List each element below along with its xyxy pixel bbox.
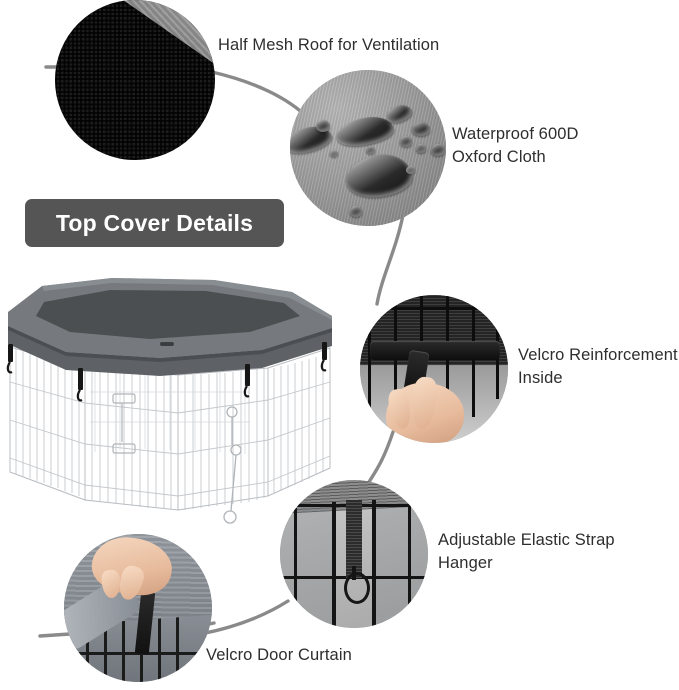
strap-hook-stem-icon <box>352 566 356 580</box>
pen-panel-icon <box>280 504 332 628</box>
frame-bar-icon <box>294 508 297 626</box>
wire-bar-icon <box>368 295 371 415</box>
water-droplet-icon <box>350 206 362 217</box>
wire-bar-icon <box>122 606 125 682</box>
label-elastic-strap-hanger: Adjustable Elastic Strap Hanger <box>438 531 615 572</box>
water-droplet-icon <box>406 166 415 174</box>
playpen-top-cover <box>8 278 332 376</box>
label-velcro-door-curtain: Velcro Door Curtain <box>206 646 352 664</box>
cover-hanger-straps <box>6 342 327 402</box>
callout-waterproof-oxford <box>290 70 446 226</box>
water-droplet-icon <box>416 144 426 153</box>
wire-bar-icon <box>104 608 107 682</box>
frame-bar-icon <box>408 506 411 622</box>
playpen-wire-frame <box>9 346 331 524</box>
water-droplet-icon <box>366 146 375 154</box>
frame-bar-icon <box>332 502 336 628</box>
top-cover-details-badge: Top Cover Details <box>25 199 284 247</box>
label-waterproof-oxford: Waterproof 600D Oxford Cloth <box>452 125 579 166</box>
water-droplet-icon <box>316 120 330 132</box>
badge-label: Top Cover Details <box>55 209 254 236</box>
callout-elastic-strap-hanger <box>280 480 428 628</box>
product-illustration <box>6 278 332 524</box>
label-half-mesh-roof: Half Mesh Roof for Ventilation <box>218 36 440 54</box>
water-droplet-icon <box>400 136 412 147</box>
connector-waterproof-to-velcro <box>375 213 405 306</box>
wire-bar-icon <box>446 295 449 425</box>
water-droplet-icon <box>431 144 445 156</box>
strap-hook-icon <box>344 572 370 604</box>
frame-bar-icon <box>372 500 376 628</box>
label-velcro-reinforcement: Velcro Reinforcement Inside <box>518 346 678 387</box>
wire-bar-icon <box>86 612 89 682</box>
pen-panel-icon <box>376 502 428 628</box>
water-droplet-icon <box>330 150 338 157</box>
wire-rail-icon <box>360 307 508 310</box>
wire-bar-icon <box>158 608 161 682</box>
wire-bar-icon <box>176 614 179 682</box>
elastic-strap-icon <box>346 500 362 578</box>
callout-half-mesh-roof <box>55 0 215 160</box>
water-droplet-icon <box>412 122 430 136</box>
callout-velcro-reinforcement <box>360 295 508 443</box>
velcro-strap-icon <box>370 341 500 360</box>
callout-velcro-door-curtain <box>64 534 212 682</box>
